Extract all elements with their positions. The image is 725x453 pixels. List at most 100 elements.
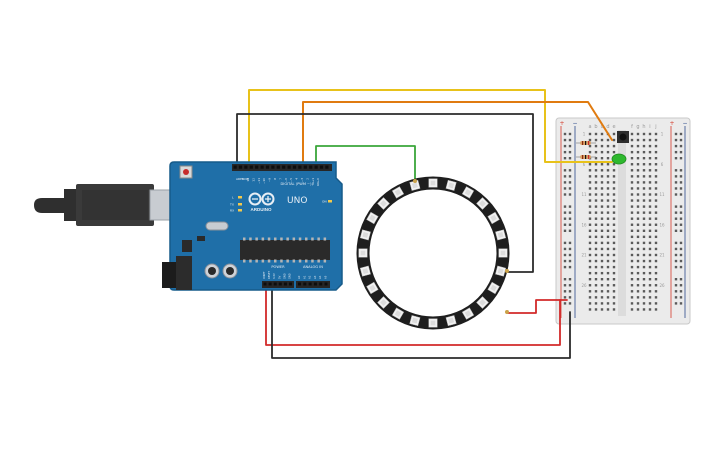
breadboard-hole[interactable] — [636, 163, 640, 166]
breadboard-hole[interactable] — [612, 302, 616, 305]
breadboard-hole[interactable] — [606, 211, 610, 214]
rail-hole[interactable] — [563, 296, 567, 299]
rail-hole[interactable] — [674, 229, 678, 232]
breadboard-hole[interactable] — [648, 296, 652, 299]
digital-pin-holes[interactable] — [233, 165, 329, 169]
power-pin-hole[interactable] — [278, 282, 282, 286]
breadboard-hole[interactable] — [588, 290, 592, 293]
green-led-body[interactable] — [611, 153, 627, 165]
rail-hole[interactable] — [674, 247, 678, 251]
breadboard-hole[interactable] — [606, 199, 610, 202]
resistor-1[interactable] — [576, 141, 596, 145]
breadboard-hole[interactable] — [642, 169, 646, 172]
rail-hole[interactable] — [674, 144, 678, 148]
breadboard-hole[interactable] — [648, 223, 652, 226]
breadboard-hole[interactable] — [648, 284, 652, 287]
rail-hole[interactable] — [679, 290, 683, 293]
breadboard-hole[interactable] — [594, 157, 598, 160]
breadboard-hole[interactable] — [600, 157, 604, 160]
breadboard-hole[interactable] — [588, 296, 592, 299]
rail-hole[interactable] — [674, 284, 678, 287]
rail-hole[interactable] — [674, 187, 678, 190]
breadboard-hole[interactable] — [642, 284, 646, 287]
rail-hole[interactable] — [563, 217, 567, 220]
breadboard-hole[interactable] — [612, 223, 616, 226]
breadboard-hole[interactable] — [612, 205, 616, 208]
breadboard-hole[interactable] — [606, 157, 610, 160]
breadboard-hole[interactable] — [612, 199, 616, 202]
rail-hole[interactable] — [568, 132, 572, 136]
breadboard-hole[interactable] — [594, 247, 598, 251]
breadboard-hole[interactable] — [648, 302, 652, 305]
breadboard-hole[interactable] — [600, 235, 604, 239]
breadboard-hole[interactable] — [648, 138, 652, 142]
rail-hole[interactable] — [563, 132, 567, 136]
breadboard-hole[interactable] — [636, 241, 640, 245]
breadboard-hole[interactable] — [594, 132, 598, 136]
rail-hole[interactable] — [674, 157, 678, 160]
breadboard-hole[interactable] — [654, 229, 658, 232]
rail-hole[interactable] — [568, 259, 572, 263]
rail-hole[interactable] — [679, 247, 683, 251]
breadboard-hole[interactable] — [642, 138, 646, 142]
rail-hole[interactable] — [679, 259, 683, 263]
digital-pin-hole[interactable] — [309, 165, 313, 169]
breadboard-hole[interactable] — [648, 259, 652, 263]
breadboard-hole[interactable] — [594, 163, 598, 166]
rail-hole[interactable] — [674, 138, 678, 142]
breadboard-hole[interactable] — [654, 223, 658, 226]
rail-hole[interactable] — [563, 211, 567, 214]
breadboard-hole[interactable] — [630, 223, 634, 226]
rail-hole[interactable] — [563, 205, 567, 208]
breadboard-hole[interactable] — [636, 247, 640, 251]
breadboard-hole[interactable] — [588, 241, 592, 245]
breadboard-hole[interactable] — [600, 278, 604, 281]
rail-hole[interactable] — [674, 175, 678, 178]
breadboard-hole[interactable] — [642, 205, 646, 208]
breadboard-hole[interactable] — [642, 144, 646, 148]
breadboard-hole[interactable] — [594, 144, 598, 148]
digital-pin-hole[interactable] — [238, 165, 243, 169]
digital-pin-hole[interactable] — [292, 165, 297, 169]
breadboard-hole[interactable] — [606, 223, 610, 226]
rail-hole[interactable] — [568, 181, 572, 184]
breadboard-hole[interactable] — [654, 259, 658, 263]
breadboard-hole[interactable] — [594, 229, 598, 232]
breadboard-hole[interactable] — [630, 278, 634, 281]
breadboard-hole[interactable] — [654, 235, 658, 239]
breadboard-hole[interactable] — [630, 181, 634, 184]
breadboard-hole[interactable] — [606, 163, 610, 166]
rail-hole[interactable] — [568, 138, 572, 142]
digital-pin-hole[interactable] — [325, 165, 329, 169]
breadboard-hole[interactable] — [654, 241, 658, 245]
breadboard-hole[interactable] — [588, 217, 592, 220]
breadboard-hole[interactable] — [654, 284, 658, 287]
breadboard-hole[interactable] — [642, 241, 646, 245]
breadboard-hole[interactable] — [600, 175, 604, 178]
breadboard-hole[interactable] — [636, 308, 640, 311]
breadboard-hole[interactable] — [642, 271, 646, 275]
breadboard-hole[interactable] — [636, 138, 640, 142]
breadboard-hole[interactable] — [594, 296, 598, 299]
rail-hole[interactable] — [679, 296, 683, 299]
breadboard-hole[interactable] — [600, 169, 604, 172]
breadboard-hole[interactable] — [588, 187, 592, 190]
rail-hole[interactable] — [563, 138, 567, 142]
breadboard-hole[interactable] — [606, 150, 610, 154]
breadboard-hole[interactable] — [636, 187, 640, 190]
breadboard-hole[interactable] — [642, 150, 646, 154]
breadboard-hole[interactable] — [636, 223, 640, 226]
breadboard-hole[interactable] — [636, 235, 640, 239]
breadboard-hole[interactable] — [642, 290, 646, 293]
breadboard-hole[interactable] — [636, 290, 640, 293]
rail-hole[interactable] — [568, 296, 572, 299]
breadboard-hole[interactable] — [600, 247, 604, 251]
breadboard-hole[interactable] — [594, 271, 598, 275]
rail-hole[interactable] — [674, 223, 678, 226]
breadboard-hole[interactable] — [654, 211, 658, 214]
breadboard-hole[interactable] — [642, 308, 646, 311]
rail-hole[interactable] — [563, 278, 567, 281]
rail-hole[interactable] — [679, 157, 683, 160]
breadboard-hole[interactable] — [654, 163, 658, 166]
